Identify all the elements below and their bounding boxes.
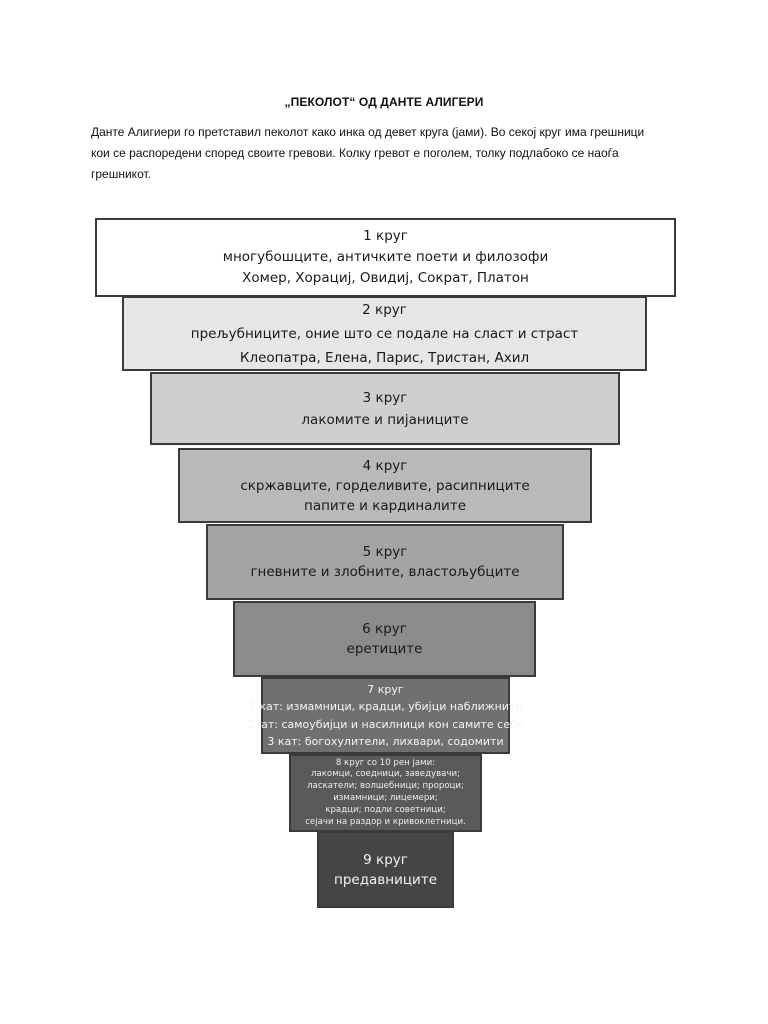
intro-paragraph: Данте Алигиери го претставил пеколот как… (91, 122, 681, 185)
circle-4-line: скржавците, горделивите, расипниците (240, 477, 530, 494)
circle-4-heading: 4 круг (362, 457, 408, 474)
circle-7-heading: 7 круг (367, 682, 404, 696)
circle-7-line: 3 кат: богохулители, лихвари, содомити (267, 735, 504, 748)
circle-3: 3 круг лакомите и пијаниците (150, 372, 620, 445)
circle-6: 6 круг еретиците (233, 601, 536, 677)
circle-9-heading: 9 круг (363, 851, 408, 868)
intro-line: кои се распоредени според своите гревови… (91, 146, 619, 160)
intro-line: Данте Алигиери го претставил пеколот как… (91, 125, 645, 139)
circle-4: 4 круг скржавците, горделивите, расипниц… (178, 448, 592, 523)
circle-8-line: лакомци, соедници, заведувачи; (310, 769, 460, 780)
circle-8-line: ласкатели; волшебници; пророци; (307, 781, 464, 792)
circle-9-line: предавниците (334, 871, 437, 888)
circle-1: 1 круг многубошците, античките поети и ф… (95, 218, 676, 297)
circle-2: 2 круг прељубниците, оние што се подале … (122, 296, 647, 371)
circle-2-line: прељубниците, оние што се подале на слас… (190, 325, 579, 342)
circle-5-heading: 5 круг (362, 544, 408, 560)
circle-3-line: лакомите и пијаниците (301, 411, 469, 428)
circle-7-line: 1 кат: измамници, крадци, убијци наближн… (248, 700, 523, 713)
circle-6-line: еретиците (346, 641, 423, 657)
circle-8: 8 круг со 10 рен јами: лакомци, соедници… (289, 754, 482, 832)
circle-2-heading: 2 круг (362, 301, 407, 318)
circle-8-line: сејачи на раздор и кривоклетници. (305, 816, 466, 827)
circle-5-line: гневните и злобните, властољубците (250, 564, 520, 580)
document-title: „ПЕКОЛОТ“ ОД ДАНТЕ АЛИГЕРИ (284, 95, 484, 109)
circle-1-line: Хомер, Хорациј, Овидиј, Сократ, Платон (242, 270, 529, 286)
circle-8-heading: 8 круг со 10 рен јами: (335, 757, 436, 768)
circle-1-heading: 1 круг (363, 228, 408, 244)
intro-line: грешникот. (91, 167, 151, 181)
circle-4-line: папите и кардиналите (304, 497, 466, 514)
circle-6-heading: 6 круг (362, 621, 407, 637)
circle-7: 7 круг 1 кат: измамници, крадци, убијци … (247, 677, 524, 754)
circle-9: 9 круг предавниците (317, 831, 454, 908)
circle-8-line: крадци; подли советници; (325, 804, 446, 815)
circle-3-heading: 3 круг (362, 389, 408, 406)
circle-5: 5 круг гневните и злобните, властољубцит… (206, 524, 564, 600)
circle-8-line: измамници; лицемери; (333, 793, 438, 803)
circle-1-line: многубошците, античките поети и филозофи (222, 249, 549, 265)
circle-2-line: Клеопатра, Елена, Парис, Тристан, Ахил (239, 349, 530, 366)
circle-7-line: 2кат: самоубијци и насилници кон самите … (247, 717, 524, 731)
